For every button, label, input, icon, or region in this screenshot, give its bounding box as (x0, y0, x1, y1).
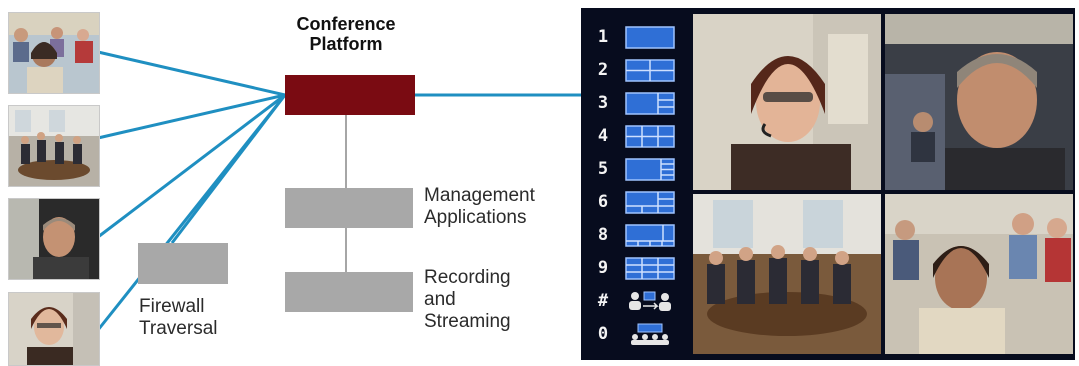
layout-menu-item-1[interactable]: 1 (581, 24, 691, 55)
menu-key: 1 (597, 27, 609, 47)
video-tile-meeting-room (693, 194, 881, 354)
menu-key: 2 (597, 60, 609, 80)
menu-key: 8 (597, 225, 609, 245)
management-label-line2: Applications (424, 207, 527, 228)
endpoint-man (8, 198, 100, 280)
layout-6-icon (625, 191, 675, 214)
layout-menu-item-9[interactable]: 9 (581, 255, 691, 286)
link-endpoint-2 (97, 93, 286, 140)
video-tile-man (885, 14, 1073, 190)
layout-menu-item-8[interactable]: 8 (581, 222, 691, 253)
menu-key: 6 (597, 192, 609, 212)
layout-3-icon (625, 92, 675, 115)
layout-9-icon (625, 257, 675, 280)
management-label-line1: Management (424, 185, 535, 206)
platform-title: Conference Platform (276, 14, 416, 54)
participants-icon (629, 291, 671, 311)
layout-4-icon (625, 125, 675, 148)
endpoint-meeting-room (8, 105, 100, 187)
conference-platform-box (285, 75, 415, 115)
conference-icon (631, 323, 669, 345)
menu-key: 3 (597, 93, 609, 113)
layout-8-icon (625, 224, 675, 247)
firewall-box (138, 243, 228, 284)
platform-title-line2: Platform (309, 34, 383, 54)
recording-label: Recording and Streaming (424, 267, 511, 333)
layout-menu-item-0[interactable]: 0 (581, 321, 691, 352)
recording-box (285, 272, 413, 312)
layout-5-icon (625, 158, 675, 181)
layout-menu-item-4[interactable]: 4 (581, 123, 691, 154)
firewall-label-line1: Firewall (139, 296, 205, 317)
conference-screen: 1 2 3 4 (581, 8, 1075, 360)
endpoint-woman-headset (8, 292, 100, 366)
menu-key: 0 (597, 324, 609, 344)
layout-menu-item-hash[interactable]: # (581, 288, 691, 319)
menu-key: 9 (597, 258, 609, 278)
layout-menu-item-2[interactable]: 2 (581, 57, 691, 88)
endpoint-woman-classroom (8, 12, 100, 94)
menu-key: 5 (597, 159, 609, 179)
layout-menu-item-3[interactable]: 3 (581, 90, 691, 121)
layout-1-icon (625, 26, 675, 49)
menu-key: # (597, 291, 609, 311)
layout-menu-item-6[interactable]: 6 (581, 189, 691, 220)
link-endpoint-3 (97, 93, 286, 239)
platform-title-line1: Conference (296, 14, 396, 34)
menu-key: 4 (597, 126, 609, 146)
recording-label-line2: and (424, 289, 456, 310)
recording-label-line1: Recording (424, 267, 511, 288)
link-firewall (170, 94, 287, 244)
layout-menu-item-5[interactable]: 5 (581, 156, 691, 187)
recording-label-line3: Streaming (424, 311, 511, 332)
firewall-label: Firewall Traversal (139, 296, 217, 340)
firewall-label-line2: Traversal (139, 318, 218, 339)
link-endpoint-1 (97, 50, 286, 97)
management-label: Management Applications (424, 185, 535, 229)
layout-2-icon (625, 59, 675, 82)
management-box (285, 188, 413, 228)
layout-menu: 1 2 3 4 (581, 8, 691, 360)
video-tile-woman-headset (693, 14, 881, 190)
video-tile-group (885, 194, 1073, 354)
